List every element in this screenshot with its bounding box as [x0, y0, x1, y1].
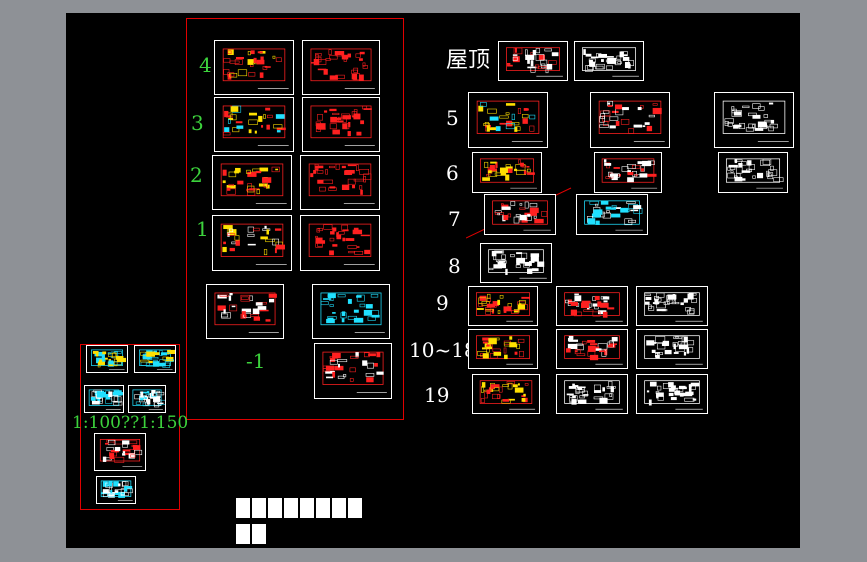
floor-plan-drawing — [139, 349, 175, 370]
sheet-floor4-a[interactable] — [214, 40, 294, 95]
sheet-floor7-a[interactable] — [484, 194, 556, 235]
floor-label-6: 6 — [446, 161, 459, 185]
floor-plan-drawing — [310, 105, 375, 146]
floor-plan-drawing — [88, 389, 123, 410]
floor-plan-drawing — [308, 163, 375, 204]
floor-plan-drawing — [220, 223, 287, 265]
sheet-floor3-a[interactable] — [214, 97, 294, 152]
sheet-floor19-b[interactable] — [556, 374, 628, 414]
floor-label-roof: 屋顶 — [446, 48, 491, 73]
sheet-floor6-c[interactable] — [718, 152, 788, 193]
floor-label-basement: -1 — [246, 349, 266, 373]
sheet-floor9-a[interactable] — [468, 286, 538, 326]
sheet-floor10-18-b[interactable] — [556, 329, 628, 369]
floor-label-1: 1 — [196, 217, 209, 241]
floor-label-9: 9 — [436, 291, 449, 315]
floor-plan-drawing — [506, 47, 563, 77]
floor-plan-drawing — [644, 380, 703, 410]
floor-label-8: 8 — [448, 254, 461, 278]
sheet-floor9-b[interactable] — [556, 286, 628, 326]
floor-plan-drawing — [91, 349, 127, 370]
floor-label-10-18: 10~18 — [409, 338, 477, 362]
floor-plan-drawing — [584, 200, 643, 231]
floor-plan-drawing — [132, 389, 165, 410]
floor-plan-drawing — [476, 335, 533, 365]
floor-plan-drawing — [722, 100, 789, 142]
floor-label-4: 4 — [199, 53, 212, 77]
sheet-roof-b[interactable] — [574, 41, 644, 81]
sheet-detail-4[interactable] — [128, 385, 166, 413]
floor-plan-drawing — [488, 249, 547, 279]
floor-plan-drawing — [644, 292, 703, 322]
sheet-floor3-b[interactable] — [302, 97, 380, 152]
floor-plan-drawing — [479, 158, 537, 189]
sheet-detail-2[interactable] — [134, 345, 176, 373]
title-block — [236, 494, 376, 548]
floor-plan-drawing — [564, 380, 623, 410]
floor-plan-drawing — [582, 47, 639, 77]
sheet-detail-6[interactable] — [96, 476, 136, 504]
sheet-floor5-b[interactable] — [590, 92, 670, 148]
sheet-floor10-18-a[interactable] — [468, 329, 538, 369]
sheet-floor8-a[interactable] — [480, 243, 552, 283]
sheet-detail-3[interactable] — [84, 385, 124, 413]
floor-label-7: 7 — [448, 207, 461, 231]
floor-plan-drawing — [476, 292, 533, 322]
sheet-floor6-a[interactable] — [472, 152, 542, 193]
sheet-floor1-a[interactable] — [212, 215, 292, 271]
sheet-floor4-b[interactable] — [302, 40, 380, 95]
floor-plan-drawing — [479, 380, 536, 410]
floor-plan-drawing — [100, 480, 133, 501]
sheet-floor6-b[interactable] — [594, 152, 662, 193]
floor-label-3: 3 — [191, 111, 204, 135]
floor-plan-drawing — [725, 158, 784, 189]
floor-label-2: 2 — [190, 163, 203, 187]
sheet-basement-a[interactable] — [206, 284, 284, 339]
details-group-frame — [80, 344, 180, 510]
sheet-detail-1[interactable] — [86, 345, 128, 373]
floor-plan-drawing — [601, 158, 658, 189]
sheet-floor2-b[interactable] — [300, 155, 380, 210]
sheet-detail-5[interactable] — [94, 433, 146, 471]
sheet-floor7-b[interactable] — [576, 194, 648, 235]
floor-plan-drawing — [220, 163, 287, 204]
sheet-roof-a[interactable] — [498, 41, 568, 81]
floor-plan-drawing — [492, 200, 551, 231]
sheet-floor5-c[interactable] — [714, 92, 794, 148]
sheet-floor1-b[interactable] — [300, 215, 380, 271]
sheet-floor10-18-c[interactable] — [636, 329, 708, 369]
sheet-basement-b[interactable] — [312, 284, 390, 339]
scale-label: 1:100??1:150 — [72, 413, 189, 433]
floor-plan-drawing — [564, 292, 623, 322]
floor-plan-drawing — [320, 292, 385, 333]
sheet-basement-c[interactable] — [314, 343, 392, 399]
floor-plan-drawing — [598, 100, 665, 142]
sheet-floor9-c[interactable] — [636, 286, 708, 326]
floor-plan-drawing — [222, 105, 289, 146]
sheet-floor19-c[interactable] — [636, 374, 708, 414]
floor-plan-drawing — [322, 351, 387, 393]
floor-label-5: 5 — [446, 106, 459, 130]
floor-plan-drawing — [476, 100, 543, 142]
cad-drawing-canvas[interactable]: 4 3 2 1 -1 1:100??1:150 屋顶 5 6 7 8 9 10~… — [66, 13, 800, 548]
floor-plan-drawing — [99, 439, 143, 467]
sheet-floor2-a[interactable] — [212, 155, 292, 210]
floor-plan-drawing — [644, 335, 703, 365]
floor-label-19: 19 — [424, 383, 450, 407]
sheet-floor19-a[interactable] — [472, 374, 540, 414]
floors-group-frame — [186, 18, 404, 420]
floor-plan-drawing — [214, 292, 279, 333]
sheet-floor5-a[interactable] — [468, 92, 548, 148]
floor-plan-drawing — [564, 335, 623, 365]
floor-plan-drawing — [310, 48, 375, 89]
floor-plan-drawing — [308, 223, 375, 265]
floor-plan-drawing — [222, 48, 289, 89]
